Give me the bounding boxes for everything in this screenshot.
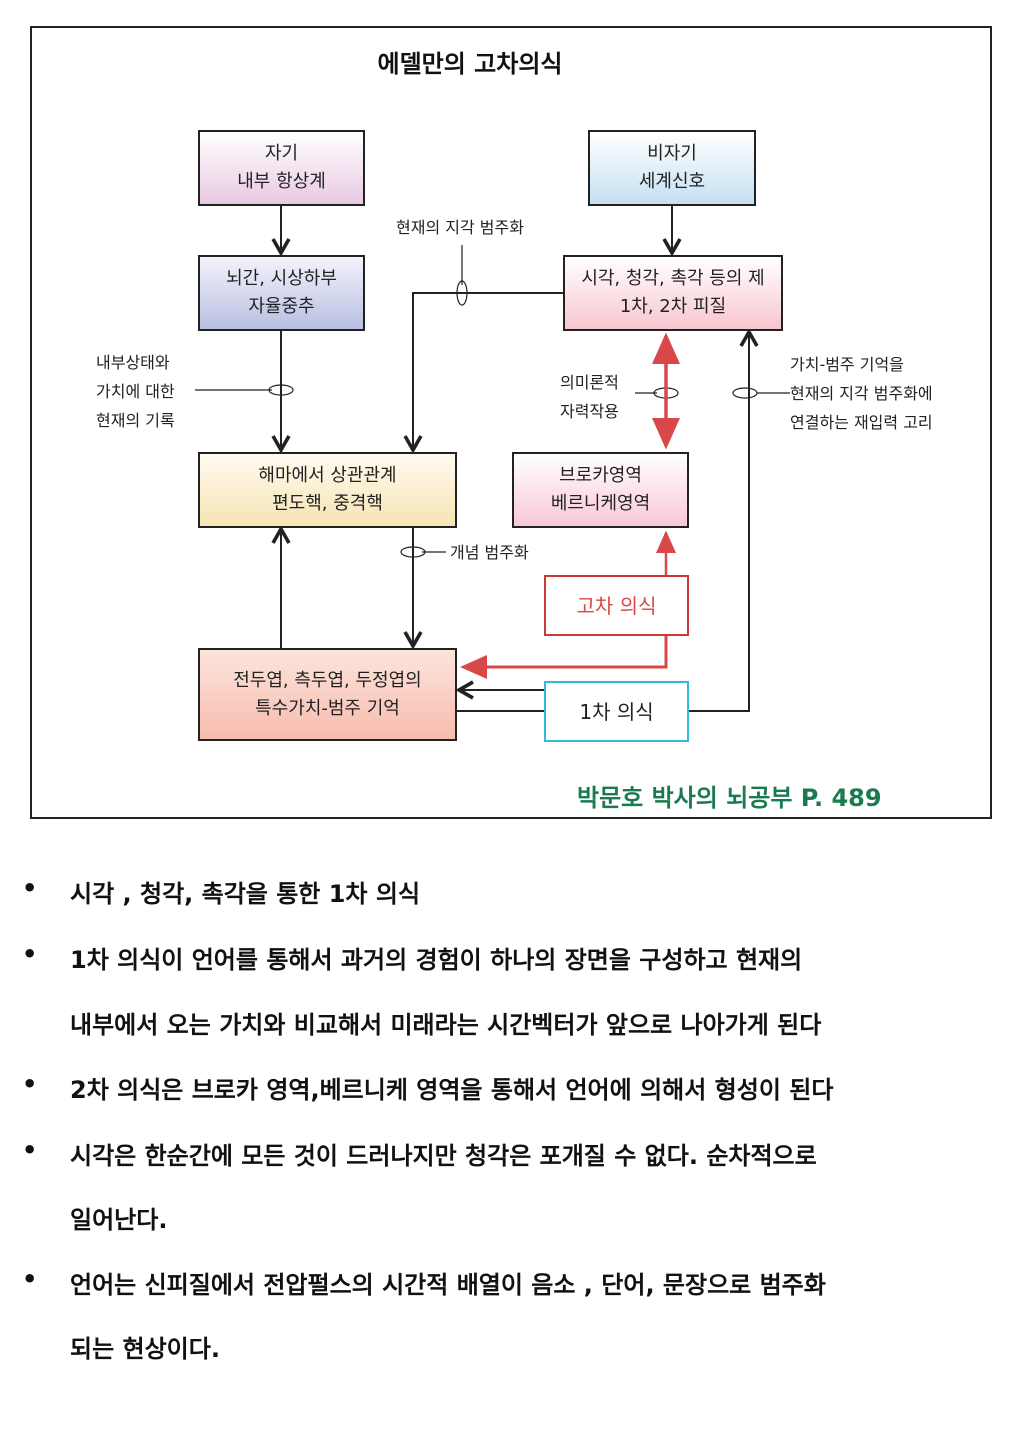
bullet-dot: • [22,940,38,968]
label-line: 자력작용 [560,402,619,421]
source-citation: 박문호 박사의 뇌공부 P. 489 [577,784,882,812]
arrow-cortex-hippocampus [403,292,563,454]
label-line: 내부상태와 [96,353,170,372]
box-text: 1차 의식 [579,699,654,724]
box-text: 자기 [264,143,299,164]
bullet-dot: • [22,1265,38,1293]
bullet-dot: • [22,1070,38,1098]
bullet-text: 2차 의식은 브로카 영역,베르니케 영역을 통해서 언어에 의해서 형성이 된… [70,1076,834,1104]
label-line: 가치에 대한 [96,382,175,401]
bullet-text: 1차 의식이 언어를 통해서 과거의 경험이 하나의 장면을 구성하고 현재의 [70,946,803,974]
connector-lines [195,205,790,712]
arrow-higher-frontal [460,635,668,679]
label-concept: 개념 범주화 [450,543,529,562]
box-text: 자율중추 [248,296,315,317]
box-text: 시각, 청각, 촉각 등의 제 [581,268,765,289]
box-cortex: 시각, 청각, 촉각 등의 제 1차, 2차 피질 [563,255,783,331]
bullet-text: 시각은 한순간에 모든 것이 드러나지만 청각은 포개질 수 없다. 순차적으로 [70,1142,817,1170]
bullet-text: 내부에서 오는 가치와 비교해서 미래라는 시간벡터가 앞으로 나아가게 된다 [70,1011,822,1039]
label-line: 현재의 기록 [96,411,175,430]
box-text: 베르니케영역 [550,493,651,514]
label-line: 의미론적 [560,373,619,392]
label-perception: 현재의 지각 범주화 [396,218,524,237]
bullet-text: 언어는 신피질에서 전압펄스의 시간적 배열이 음소 , 단어, 문장으로 범주… [70,1271,826,1299]
label-line: 현재의 지각 범주화에 [790,384,933,403]
box-text: 뇌간, 시상하부 [226,268,337,289]
bullet-dot: • [22,874,38,902]
box-text: 전두엽, 측두엽, 두정엽의 [233,669,422,691]
box-text: 비자기 [647,143,697,164]
label-line: 연결하는 재입력 고리 [790,413,933,432]
bullet-dot: • [22,1136,38,1164]
diagram-frame [30,26,992,819]
box-primary-consciousness: 1차 의식 [544,681,689,742]
box-text: 특수가치-범주 기억 [255,697,400,719]
arrow-primary-cortex [688,328,759,712]
bullet-text: 일어난다. [70,1206,168,1234]
box-text: 브로카영역 [559,465,642,486]
bullet-text: 시각 , 청각, 촉각을 통한 1차 의식 [70,880,421,908]
bullet-text: 되는 현상이다. [70,1335,220,1363]
box-text: 세계신호 [638,171,706,192]
box-text: 편도핵, 중격핵 [272,493,383,514]
box-higher-consciousness: 고차 의식 [544,575,689,636]
diagram-title: 에델만의 고차의식 [377,50,563,78]
box-text: 해마에서 상관관계 [258,465,397,486]
box-text: 1차, 2차 피질 [619,296,727,317]
label-line: 가치-범주 기억을 [790,355,904,374]
box-text: 내부 항상계 [237,171,326,192]
box-text: 고차 의식 [576,593,657,618]
